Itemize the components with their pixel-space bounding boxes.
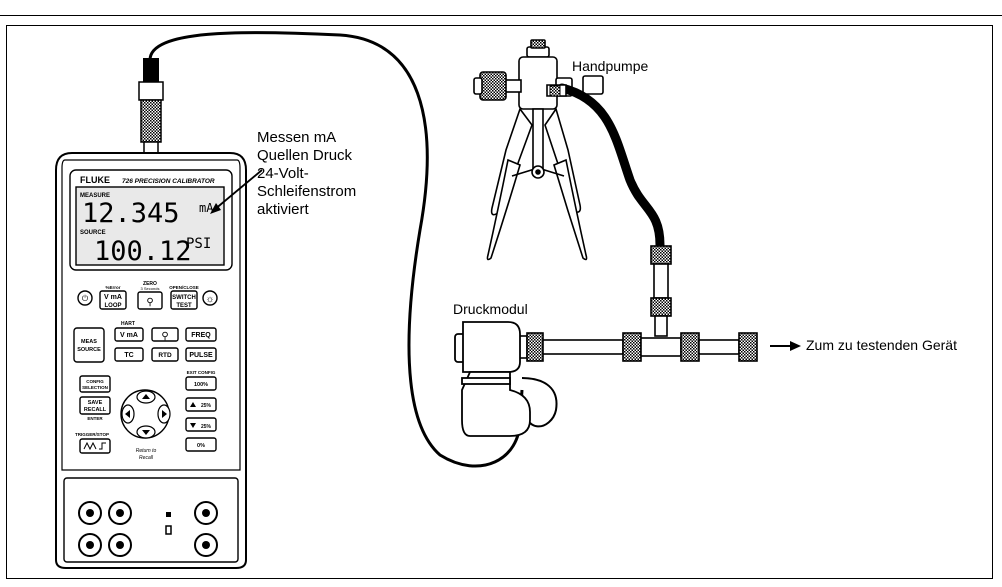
svg-text:TC: TC [124,352,133,359]
power-button[interactable] [77,290,93,306]
fluke-726-calibrator: FLUKE 726 PRECISION CALIBRATOR MEASURE 1… [55,58,247,569]
callout-line-5: aktiviert [257,201,309,218]
svg-text:RECALL: RECALL [84,407,107,413]
zero-key[interactable] [137,291,163,310]
pct0-key[interactable] [185,437,217,452]
return-to-label: Return to [136,448,157,454]
svg-text:0%: 0% [197,443,205,449]
hart-label: HART [121,321,135,327]
header-rule [0,15,1002,16]
svg-text:⏻: ⏻ [82,294,89,303]
svg-text:PULSE: PULSE [189,352,213,359]
svg-text:FREQ: FREQ [191,332,211,339]
svg-text:MEAS: MEAS [81,339,97,345]
config-selection-key[interactable] [79,375,111,393]
zero-label: ZERO [143,281,157,287]
arrow-left-icon [125,410,130,418]
backlight-button[interactable] [202,290,218,306]
switch-test-key[interactable] [170,290,198,310]
arrow-right-icon [162,410,167,418]
rtd-key[interactable] [151,347,179,362]
cable-plug [138,58,164,155]
svg-text:3 Seconds: 3 Seconds [141,286,160,291]
sun-icon: ☼ [205,294,214,305]
input-jack-panel [63,477,239,563]
svg-text:TEST: TEST [176,303,192,309]
device-under-test-label: Zum zu testenden Gerät [806,337,957,353]
svg-text:SELECTION: SELECTION [82,385,108,390]
hand-pump-label: Handpumpe [572,58,649,74]
step-down-key[interactable] [185,417,217,432]
source-value: 100.12 [94,236,192,267]
svg-text:25%: 25% [201,403,212,409]
pump-hose [557,83,665,250]
brand-logo: FLUKE [80,175,110,185]
svg-text:V mA: V mA [104,294,122,301]
pressure-module-label: Druckmodul [453,301,528,317]
svg-text:ENTER: ENTER [87,416,103,421]
step-down-icon [190,423,196,428]
tc-key[interactable] [114,347,144,362]
svg-text:V mA: V mA [120,332,138,339]
v-ma-key[interactable] [114,327,144,342]
arrow-pad [120,389,171,439]
measure-value: 12.345 [82,198,180,229]
svg-text:25%: 25% [201,424,212,430]
figure-frame [6,25,993,579]
measure-label: MEASURE [80,193,110,199]
pressure-module [454,321,531,437]
pressure-key[interactable] [151,327,179,342]
svg-text:SAVE: SAVE [88,400,103,406]
svg-text:SWITCH: SWITCH [172,295,196,301]
callout-line-2: Quellen Druck [257,147,353,164]
callout-line-3: 24-Volt- [257,165,309,182]
arrow-up-icon [142,394,150,399]
callout-line-4: Schleifenstrom [257,183,357,200]
manifold-line [514,332,758,362]
pct100-key[interactable] [185,376,217,391]
svg-text:RTD: RTD [158,352,172,359]
loop-key[interactable] [99,290,127,310]
freq-key[interactable] [185,327,217,342]
step-up-icon [190,402,196,407]
zero-key-icon: ⚲ [146,297,153,308]
meas-source-key[interactable] [73,327,105,363]
measure-unit: mA [199,201,214,215]
open-close-label: OPEN/CLOSE [169,285,199,290]
svg-text:100%: 100% [194,382,208,388]
svg-text:CONFIG: CONFIG [86,379,104,384]
pressure-key-icon: ⚲ [161,331,168,342]
waveform-icon [83,441,106,451]
callout-arrow [213,169,263,211]
svg-text:Recall: Recall [139,455,154,461]
pct-error-label: %Error [105,285,120,290]
svg-text:SOURCE: SOURCE [77,347,101,353]
measurement-callout: Messen mA Quellen Druck 24-Volt- Schleif… [257,129,356,219]
hose-fittings [650,245,672,337]
source-label: SOURCE [80,230,106,236]
callout-line-1: Messen mA [257,129,337,146]
source-unit: PSI [186,236,211,252]
arrow-down-icon [142,430,150,435]
exit-config-label: EXIT CONFIG [187,370,216,375]
svg-text:LOOP: LOOP [104,303,121,309]
step-up-key[interactable] [185,397,217,412]
model-name: 726 PRECISION CALIBRATOR [122,178,215,185]
measurement-cable [148,31,524,468]
pulse-key[interactable] [185,347,217,362]
save-recall-key[interactable] [79,396,111,415]
trigger-stop-label: TRIGGER/STOP [75,432,109,437]
